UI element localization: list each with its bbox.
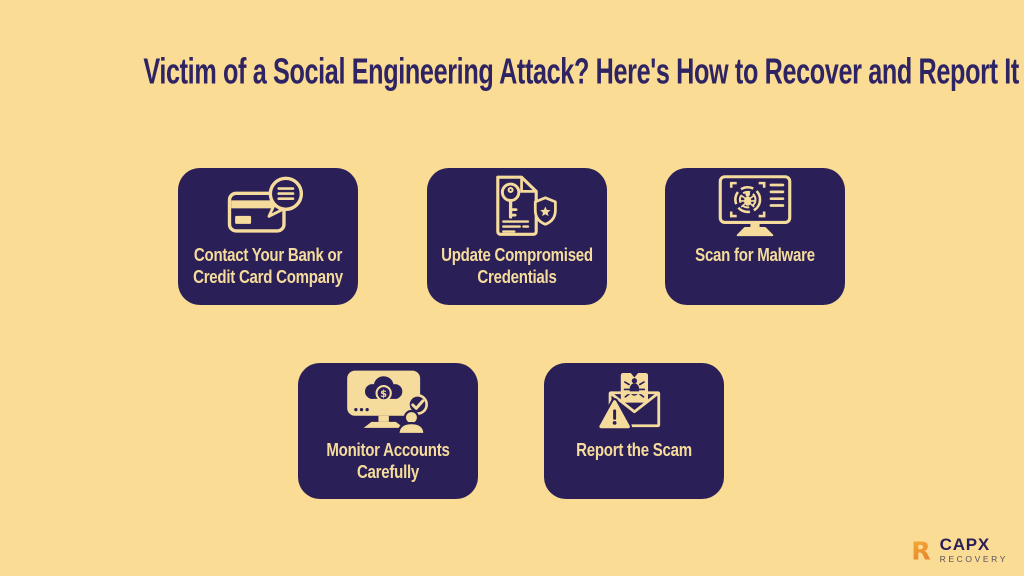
account-monitoring-icon: $ [342, 369, 434, 434]
card-label: Update Compromised Credentials [441, 244, 593, 287]
credit-card-chat-icon [220, 174, 316, 238]
card-label: Report the Scam [576, 439, 692, 460]
card-update-credentials: Update Compromised Credentials [427, 168, 607, 305]
svg-text:$: $ [380, 389, 387, 400]
card-label: Scan for Malware [695, 244, 815, 265]
page-title: Victim of a Social Engineering Attack? H… [143, 51, 1019, 92]
capx-logo-r-icon: R [911, 536, 930, 564]
brand-logo-text: CAPX RECOVERY [940, 536, 1008, 564]
credential-document-icon [471, 174, 563, 238]
card-label: Monitor Accounts Carefully [326, 439, 450, 482]
brand-subtitle: RECOVERY [939, 554, 1008, 565]
card-contact-bank: Contact Your Bank or Credit Card Company [178, 168, 358, 305]
report-scam-envelope-icon [590, 369, 678, 433]
malware-scan-monitor-icon [709, 174, 801, 238]
brand-logo: R CAPX RECOVERY [907, 536, 1008, 564]
brand-name: CAPX [939, 535, 991, 555]
card-scan-malware: Scan for Malware [665, 168, 845, 305]
svg-text:R: R [911, 536, 930, 564]
card-label: Contact Your Bank or Credit Card Company [193, 244, 343, 287]
card-monitor-accounts: $ Monitor Accounts Carefully [298, 363, 478, 499]
card-report-scam: Report the Scam [544, 363, 724, 499]
